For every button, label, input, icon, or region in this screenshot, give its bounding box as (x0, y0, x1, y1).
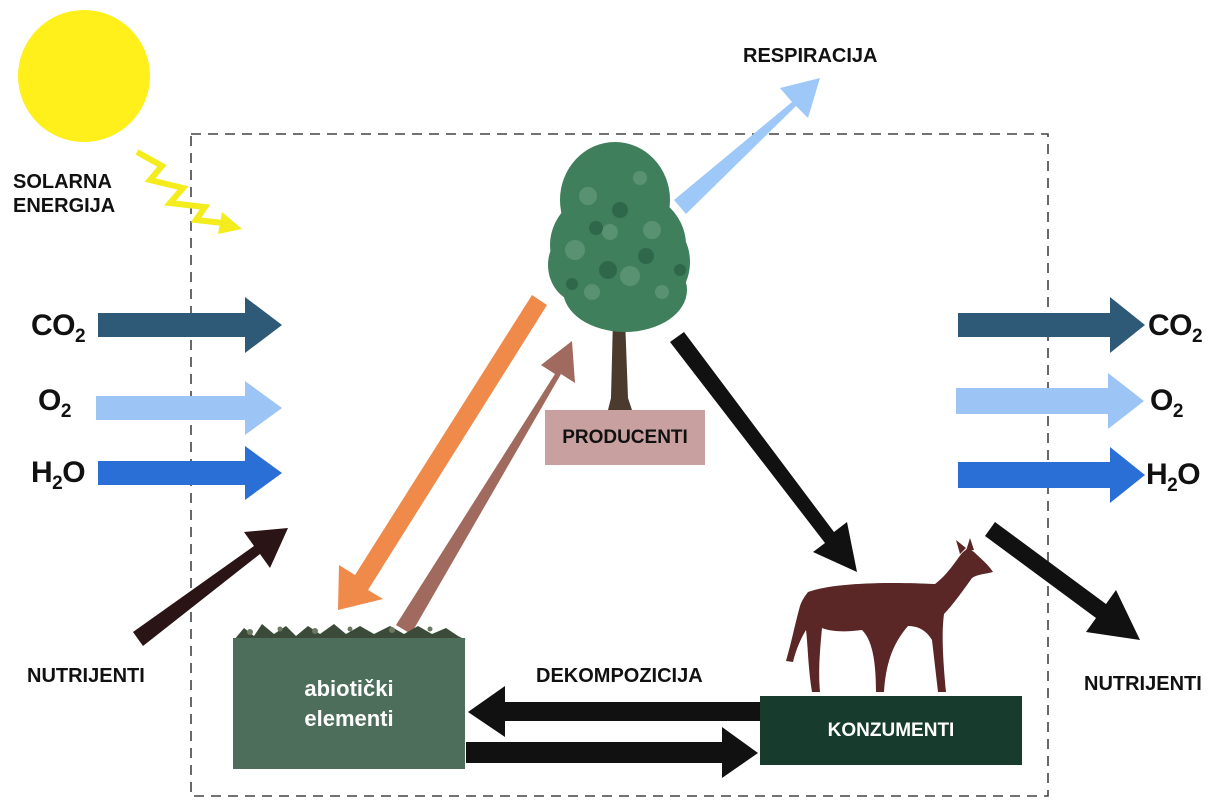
abiotic-label-box: abiotički elementi (233, 660, 465, 748)
deer-icon (786, 538, 993, 692)
co2-output-sub: 2 (1192, 326, 1203, 347)
co2-input-base: CO (31, 309, 76, 342)
h2o-input-tail: O (62, 456, 86, 489)
decomposition-arrow (468, 686, 760, 737)
nutrients-in-arrow (133, 528, 288, 646)
co2-input-label: CO2 (31, 309, 86, 346)
solar-label-line1: SOLARNA (13, 171, 112, 193)
o2-input-sub: 2 (60, 401, 72, 422)
nutrients-out-label: NUTRIJENTI (1084, 673, 1202, 695)
decomposition-label: DEKOMPOZICIJA (536, 665, 703, 687)
ground-specks (247, 626, 433, 635)
h2o-output-tail: O (1177, 458, 1201, 491)
solar-label-line2: ENERGIJA (13, 195, 116, 217)
o2-input-arrow (96, 381, 282, 435)
nutrients-in-label: NUTRIJENTI (27, 665, 145, 687)
h2o-output-sub: 2 (1167, 475, 1178, 496)
abiotic-label-line2: elementi (304, 706, 394, 731)
co2-output-label: CO2 (1148, 309, 1203, 346)
h2o-input-sub: 2 (52, 473, 63, 494)
o2-input-label: O2 (38, 384, 71, 421)
h2o-output-base: H (1146, 458, 1168, 491)
lightning-icon (135, 149, 233, 227)
abiotic-box (233, 638, 465, 769)
lightning-arrowhead (218, 212, 242, 234)
consumers-box-bg (760, 696, 1022, 765)
o2-output-sub: 2 (1172, 401, 1184, 422)
brown-arrow (396, 341, 575, 634)
h2o-output-label: H2O (1146, 458, 1201, 495)
solar-energy-label: SOLARNA ENERGIJA (13, 170, 115, 218)
tree-canopy-highlights (565, 171, 669, 300)
return-arrow (466, 727, 758, 778)
co2-output-base: CO (1148, 309, 1193, 342)
h2o-input-arrow (98, 446, 282, 500)
producers-box: PRODUCENTI (545, 410, 705, 465)
producers-label: PRODUCENTI (562, 426, 688, 448)
ground-texture (234, 624, 466, 640)
consumers-box: KONZUMENTI (760, 696, 1022, 765)
h2o-output-arrow (958, 447, 1145, 503)
o2-output-arrow (956, 373, 1144, 429)
o2-output-label: O2 (1150, 384, 1183, 421)
o2-output-base: O (1150, 384, 1173, 417)
nutrients-out-arrow (985, 522, 1140, 640)
tree-canopy-shadows (566, 202, 686, 290)
co2-output-arrow (958, 297, 1145, 353)
sun-icon (18, 10, 150, 142)
abiotic-label-line1: abiotički (304, 676, 394, 701)
o2-input-base: O (38, 384, 61, 417)
respiration-arrow (674, 78, 820, 214)
h2o-input-base: H (31, 456, 53, 489)
consumers-label: KONZUMENTI (827, 719, 955, 741)
tree-trunk (608, 318, 632, 410)
orange-arrow (338, 295, 547, 610)
co2-input-sub: 2 (75, 326, 86, 347)
tree-canopy (548, 142, 690, 332)
h2o-input-label: H2O (31, 456, 86, 493)
co2-input-arrow (98, 297, 282, 353)
respiration-label: RESPIRACIJA (743, 45, 878, 67)
producers-to-consumers-arrow (670, 332, 857, 572)
